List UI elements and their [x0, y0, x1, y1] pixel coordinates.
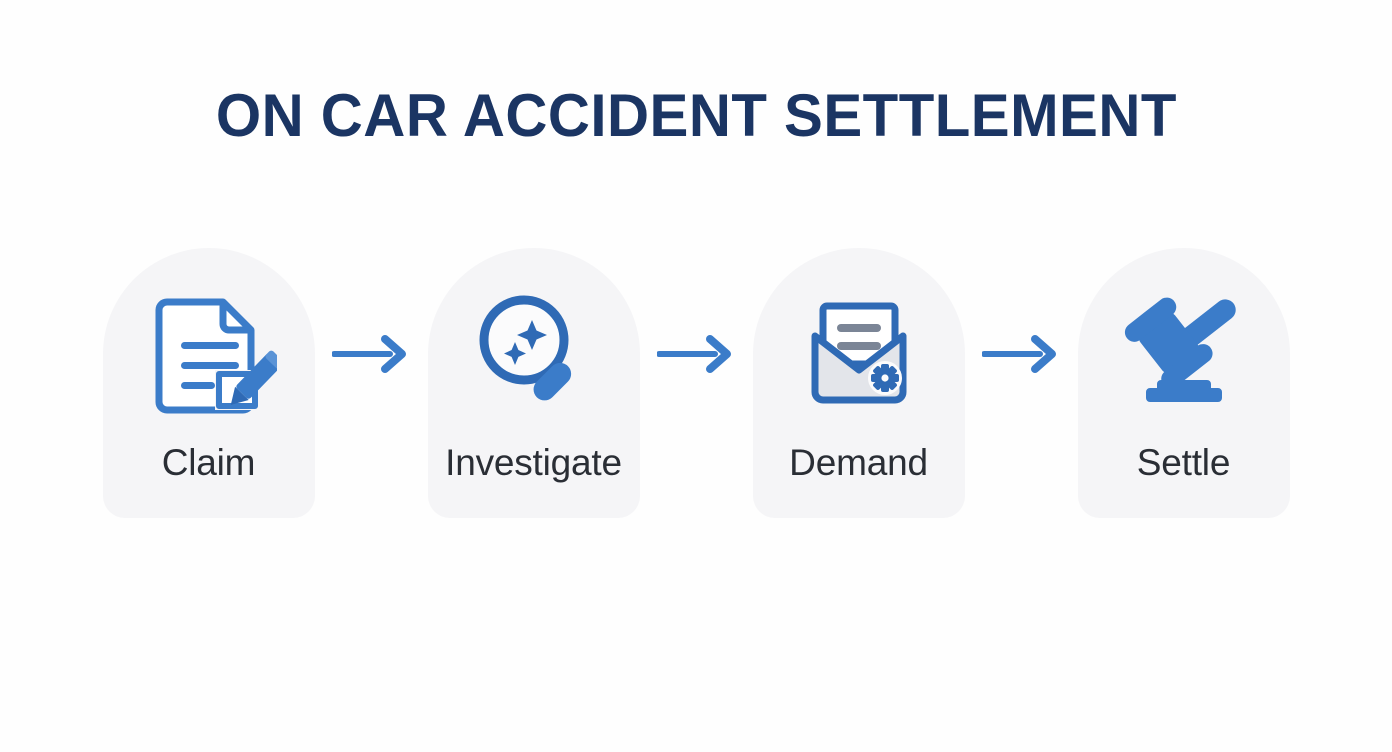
magnifier-sparkle-icon — [466, 284, 602, 420]
arrow-right-icon-1 — [315, 248, 428, 518]
step-card-claim[interactable]: Claim — [102, 248, 315, 518]
arrow-right-icon-2 — [640, 248, 753, 518]
process-flow: Claim In — [0, 248, 1392, 520]
step-card-demand[interactable]: Demand — [752, 248, 965, 518]
step-card-investigate[interactable]: Investigate — [427, 248, 640, 518]
step-label-demand: Demand — [789, 442, 928, 483]
step-card-settle[interactable]: Settle — [1077, 248, 1290, 518]
gavel-icon — [1116, 284, 1252, 420]
step-label-settle: Settle — [1136, 442, 1231, 483]
page-title: ON CAR ACCIDENT SETTLEMENT — [0, 86, 1392, 146]
arrow-right-icon-3 — [965, 248, 1078, 518]
step-label-investigate: Investigate — [445, 442, 622, 483]
step-label-claim: Claim — [161, 442, 256, 483]
page-title-text: ON CAR ACCIDENT SETTLEMENT — [215, 82, 1177, 149]
open-envelope-gear-icon — [791, 284, 927, 420]
document-pencil-icon — [141, 284, 277, 420]
